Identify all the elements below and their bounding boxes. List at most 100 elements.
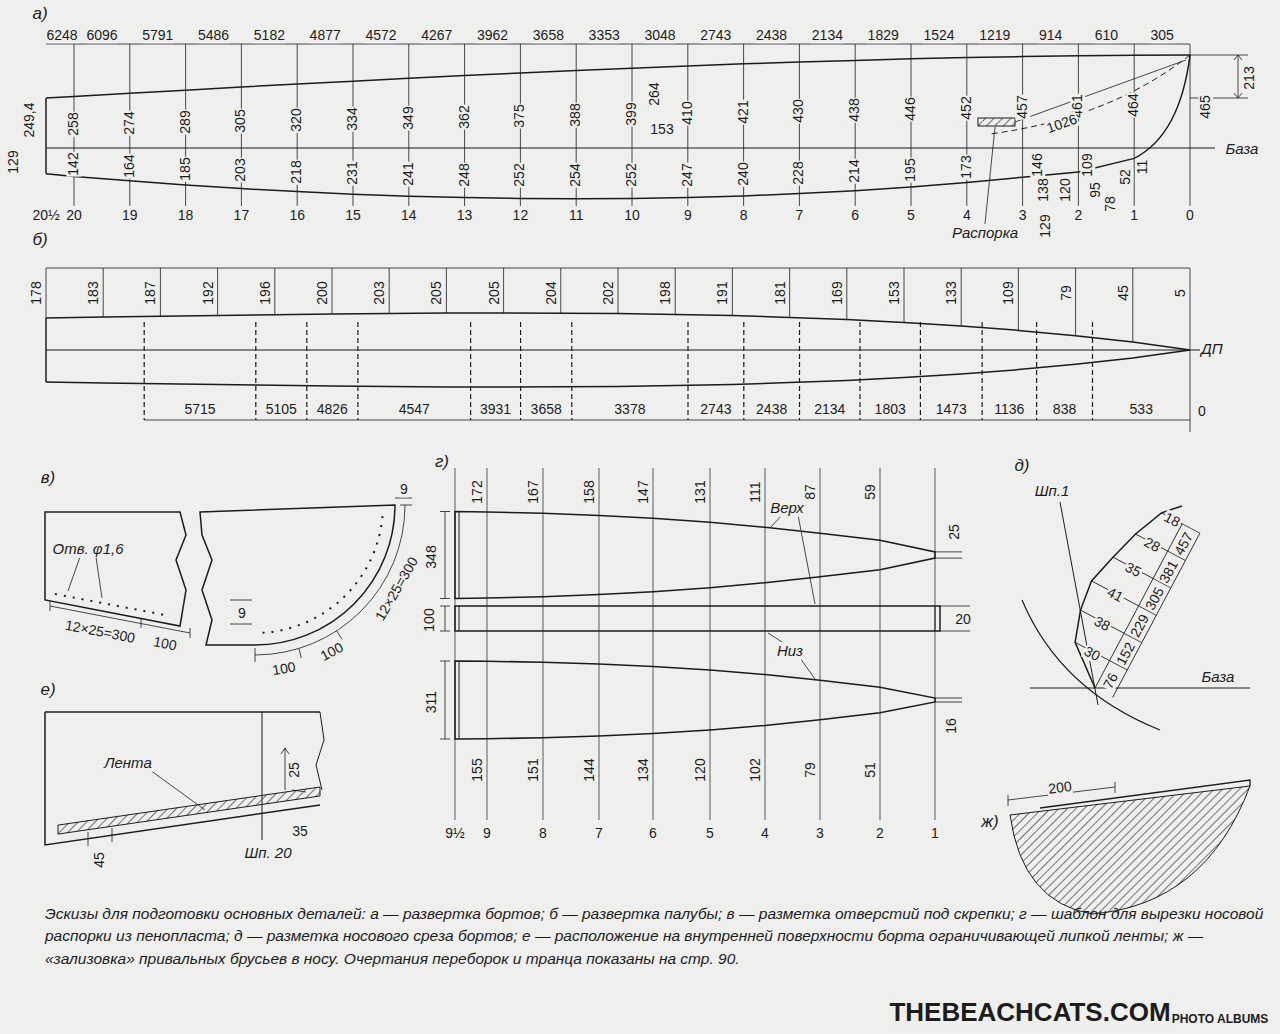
deck-development [144, 322, 1092, 420]
station-number: 9½ [444, 826, 465, 841]
dimension-number: 362 [457, 104, 472, 129]
dimension-number: 100 [317, 639, 347, 664]
dimension-number: 320 [289, 107, 304, 132]
dimension-number: 457 [1015, 94, 1030, 119]
bow-cut-marking [1030, 688, 1250, 689]
bow-spacer-template [440, 512, 450, 740]
dimension-number: 214 [847, 159, 862, 184]
panel-letter: в) [40, 469, 57, 488]
dimension-number: 11 [1135, 159, 1150, 176]
station-number: 6 [850, 208, 860, 223]
deck-development [144, 350, 1190, 432]
dimension-number: 79 [1059, 284, 1074, 302]
dimension-number: 200 [315, 280, 330, 305]
panel-letter: г) [434, 453, 450, 472]
dimension-number: 1219 [978, 28, 1011, 43]
dimension-number: 2438 [755, 402, 788, 417]
dimension-number: 3353 [588, 28, 621, 43]
dimension-number: 3962 [476, 28, 509, 43]
dimension-number: 111 [748, 480, 763, 503]
dimension-number: 95 [1088, 181, 1103, 199]
dimension-number: 410 [680, 100, 695, 125]
deck-development [46, 350, 1200, 351]
station-number: 7 [794, 208, 804, 223]
bow-spacer-template [455, 606, 940, 631]
dimension-number: 610 [1094, 28, 1119, 43]
dimension-number: 465 [1198, 94, 1213, 119]
dimension-number: 5486 [197, 28, 230, 43]
bow-spacer-template [455, 468, 935, 820]
bow-spacer-template [768, 515, 815, 679]
dimension-number: 100 [270, 659, 298, 679]
dimension-number: 147 [636, 479, 651, 504]
deck-development [46, 350, 1190, 387]
dimension-number: 1473 [935, 402, 968, 417]
dimension-number: 169 [830, 280, 845, 305]
station-number: 15 [344, 208, 362, 223]
caption-anchor: Эскизы для подготовки основных деталей: … [45, 903, 1270, 970]
station-number: 9 [683, 208, 693, 223]
dimension-number: 446 [903, 96, 918, 121]
staple-hole-marking [260, 516, 383, 633]
dimension-number: 30 [1081, 643, 1104, 665]
dimension-number: 2743 [699, 402, 732, 417]
side-development [46, 55, 1190, 199]
tape-placement [150, 770, 205, 810]
dimension-number: 25 [947, 523, 962, 541]
dimension-number: 25 [287, 761, 302, 779]
dimension-number: 6096 [85, 28, 118, 43]
dimension-number: 187 [144, 280, 159, 305]
panel-letter: д) [1013, 457, 1030, 476]
dimension-number: 12×25=300 [63, 617, 137, 646]
dimension-number: 1829 [867, 28, 900, 43]
dimension-number: 399 [624, 101, 639, 126]
watermark: THEBEACHCATS.COM [888, 998, 1171, 1027]
dimension-number: 102 [748, 757, 763, 782]
dimension-number: 375 [513, 103, 528, 128]
station-number: 19 [121, 208, 139, 223]
bow-cut-marking [1095, 524, 1200, 698]
dimension-number: 5715 [183, 402, 216, 417]
dimension-number: 3048 [643, 28, 676, 43]
dimension-number: 45 [92, 851, 107, 869]
dimension-number: 348 [424, 544, 439, 569]
station-number: 6 [648, 826, 658, 841]
dimension-number: 249,4 [22, 101, 37, 138]
station-number: 18 [177, 208, 195, 223]
bow-cut-marking [1075, 513, 1182, 661]
station-number: 12 [512, 208, 530, 223]
side-development [45, 98, 47, 174]
dimension-number: 289 [178, 109, 193, 134]
side-development [990, 55, 1190, 134]
dimension-number: 78 [1103, 195, 1118, 213]
station-number: 3 [815, 826, 825, 841]
dimension-number: 133 [944, 280, 959, 305]
staple-hole-marking [55, 594, 170, 616]
station-number: 0 [1185, 208, 1195, 223]
tape-placement [316, 712, 324, 790]
side-development [46, 44, 1190, 206]
side-development [46, 44, 1248, 224]
dimension-number: 183 [86, 280, 101, 305]
dimension-number: 1136 [993, 402, 1025, 417]
dimension-number: 192 [201, 280, 216, 305]
rubbing-strip-fairing [1008, 780, 1250, 914]
station-number: 20 [65, 208, 83, 223]
dimension-number: 218 [289, 159, 304, 184]
dimension-number: 28 [1140, 534, 1163, 556]
dimension-number: 464 [1126, 92, 1141, 117]
part-label: ДП [1200, 341, 1223, 358]
station-number: 16 [288, 208, 306, 223]
dimension-number: 155 [470, 757, 485, 782]
dimension-number: 16 [944, 717, 959, 735]
dimension-number: 109 [1002, 280, 1017, 305]
dimension-number: 231 [345, 160, 360, 185]
dimension-number: 9 [399, 482, 409, 497]
station-number: 10 [623, 208, 641, 223]
tape-placement [88, 828, 112, 846]
panel-letter: а) [31, 5, 48, 24]
dimension-number: 334 [345, 106, 360, 131]
dimension-number: 4267 [420, 28, 453, 43]
dimension-number: 452 [959, 95, 974, 120]
station-number: 14 [400, 208, 418, 223]
